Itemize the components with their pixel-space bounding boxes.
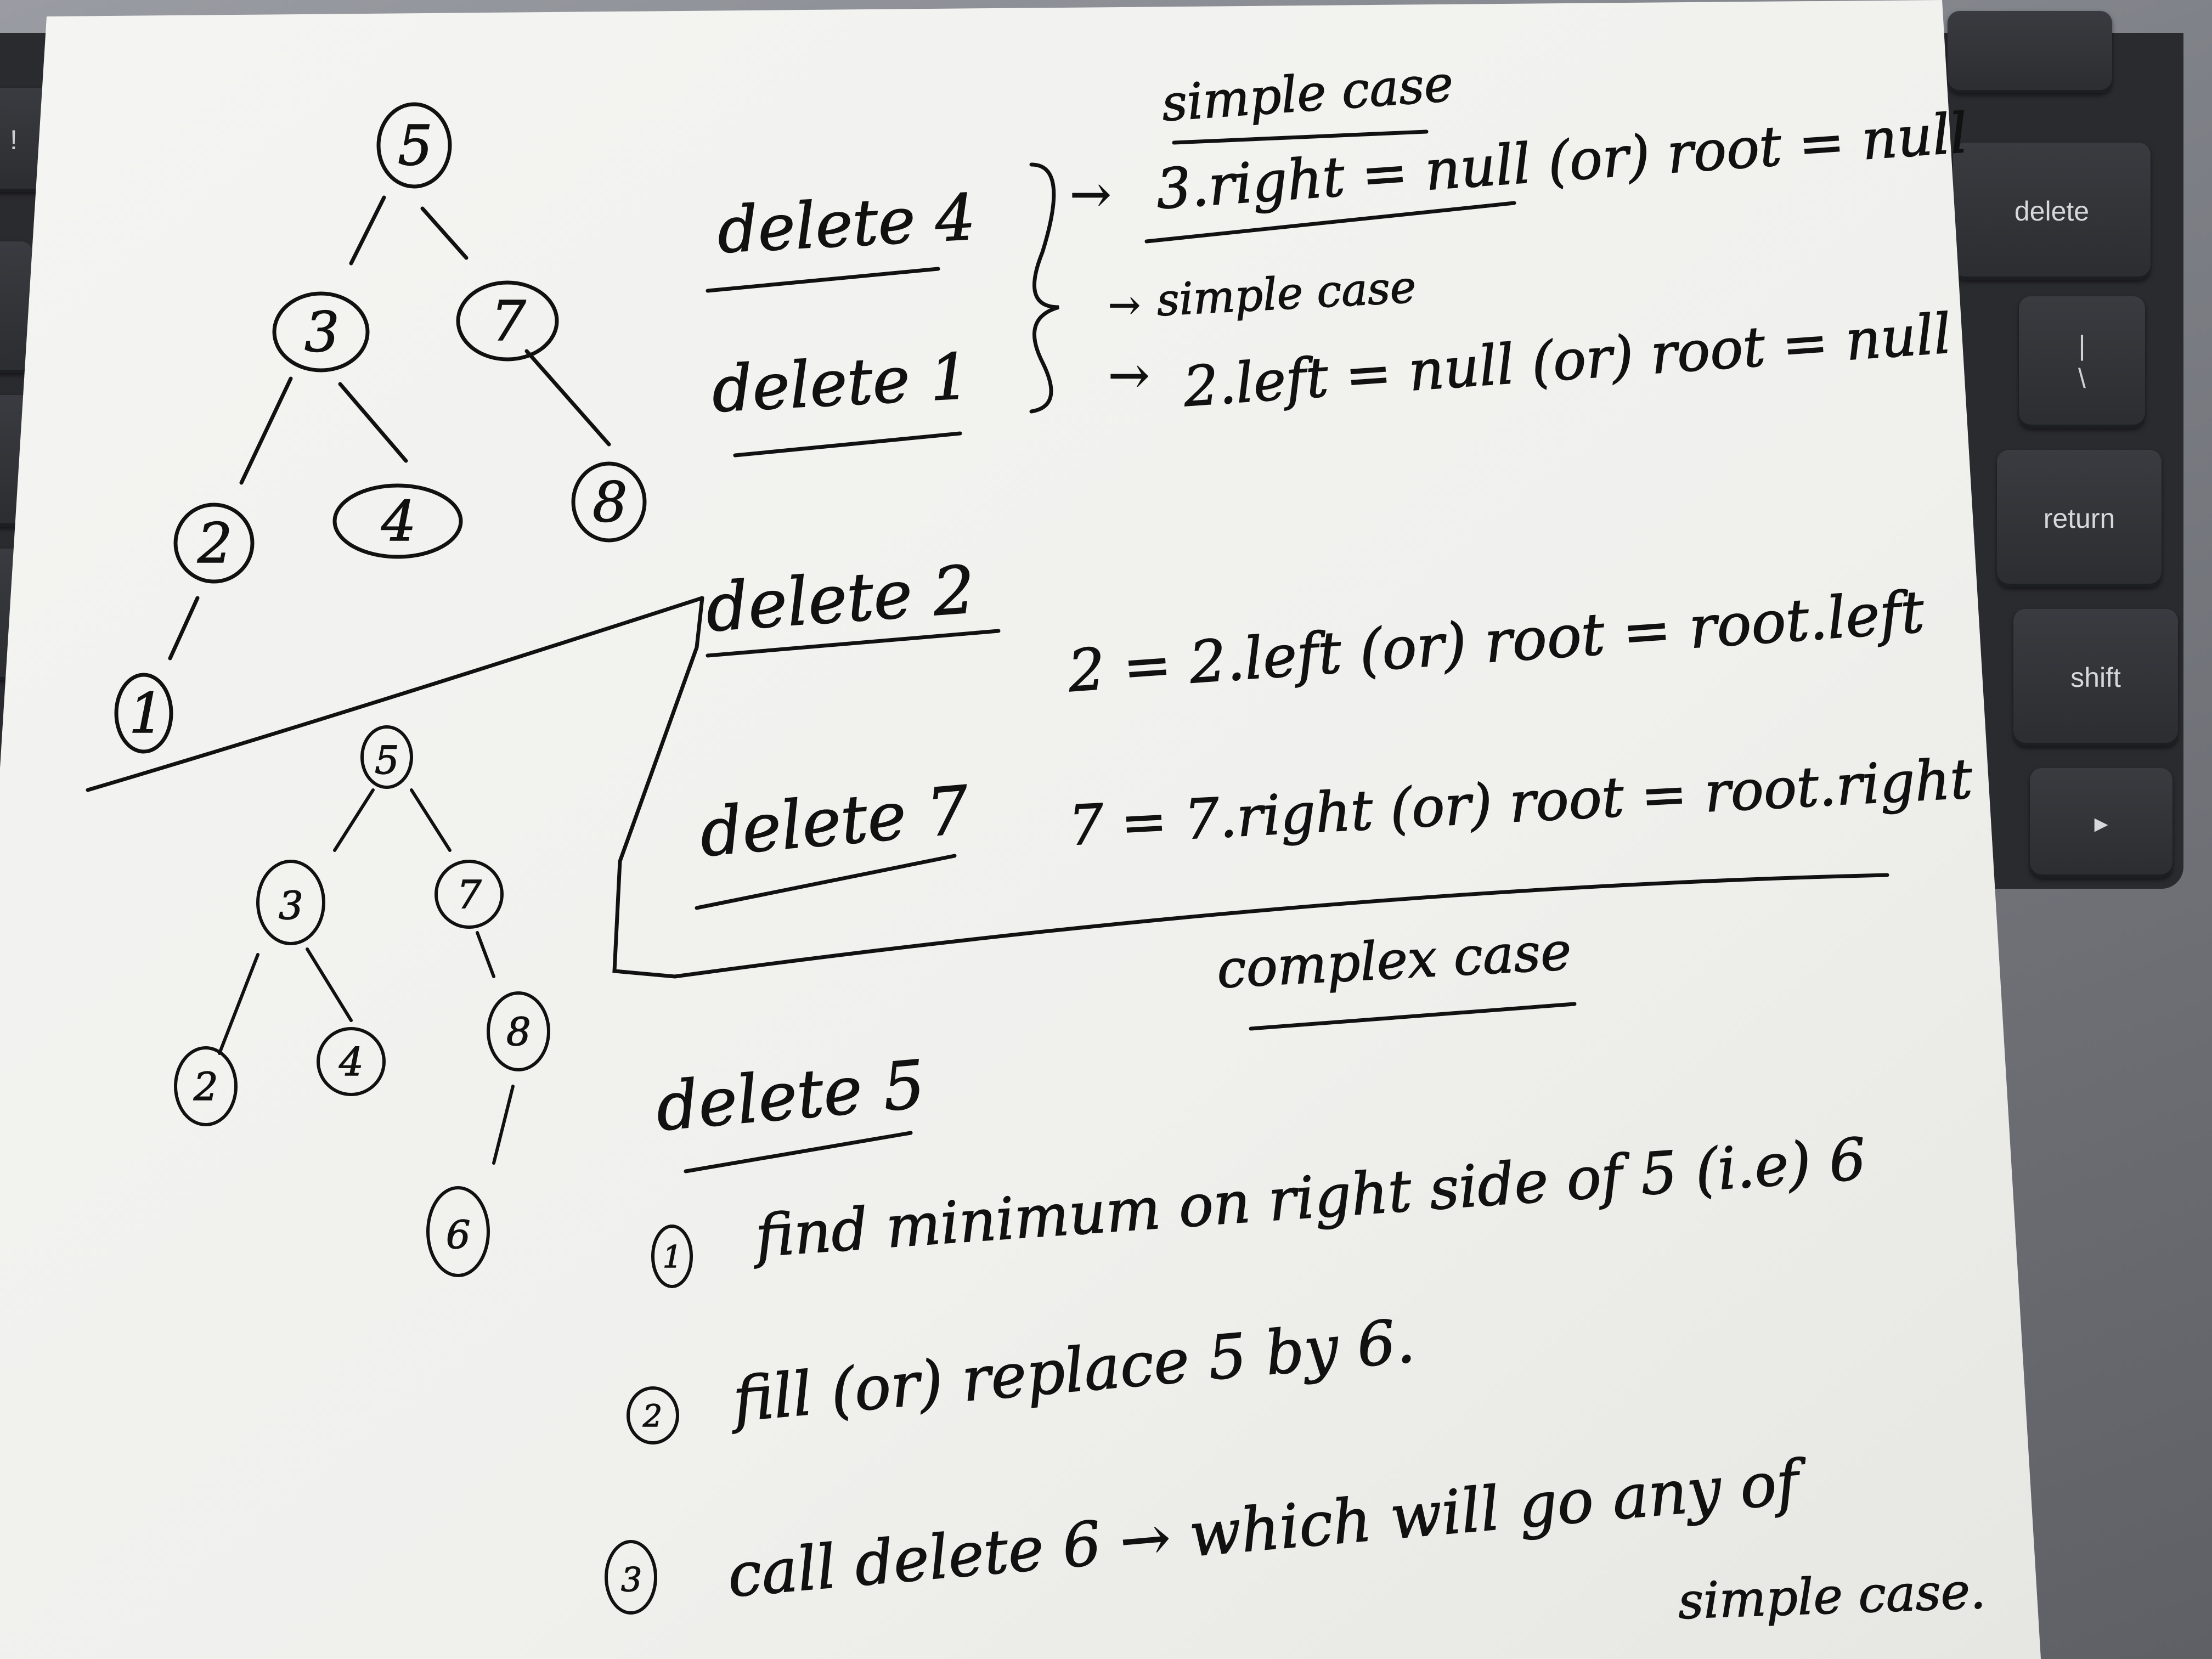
tree2-node-6 bbox=[426, 1186, 490, 1277]
step-2-number: 2 bbox=[642, 1398, 662, 1434]
tree2-node-7 bbox=[435, 860, 504, 929]
underline-delete-2 bbox=[706, 629, 1001, 658]
step-1-circle bbox=[651, 1224, 693, 1288]
underline-complex-case bbox=[1249, 1002, 1577, 1031]
step-2-circle bbox=[627, 1386, 679, 1444]
tree1-node-3 bbox=[272, 291, 370, 373]
tree2-edge-5-7 bbox=[410, 788, 452, 852]
underline-simple-case bbox=[1172, 129, 1429, 145]
delete-1-label: delete 1 bbox=[710, 340, 972, 427]
tree2-label-6: 6 bbox=[446, 1212, 471, 1257]
tree1-label-1: 1 bbox=[129, 681, 164, 746]
delete-4-label: delete 4 bbox=[715, 181, 977, 268]
bracket-line bbox=[612, 596, 1889, 979]
step-3-number: 3 bbox=[621, 1561, 642, 1599]
tree1-node-5 bbox=[376, 102, 452, 189]
tree-1-labels: 5 3 7 2 4 8 1 bbox=[128, 113, 628, 746]
tree1-node-2 bbox=[173, 503, 255, 584]
step-circles bbox=[605, 1224, 693, 1615]
tree1-label-7: 7 bbox=[491, 289, 526, 353]
tree2-label-4: 4 bbox=[338, 1040, 364, 1085]
tree2-label-2: 2 bbox=[193, 1064, 218, 1109]
tree2-node-2 bbox=[174, 1046, 238, 1126]
tree2-edge-7-8 bbox=[476, 931, 495, 978]
underline-delete-1 bbox=[733, 431, 962, 458]
tree2-label-5: 5 bbox=[375, 738, 399, 783]
tree1-edge-2-1 bbox=[168, 596, 200, 661]
tree1-edge-5-7 bbox=[420, 206, 469, 260]
diagonal-separator bbox=[86, 596, 704, 792]
step-numbers: 1 2 3 bbox=[620, 1239, 682, 1600]
tree2-edge-3-4 bbox=[306, 947, 353, 1022]
tree1-node-8 bbox=[571, 461, 647, 543]
tree2-node-5 bbox=[360, 725, 413, 789]
tree1-edge-3-2 bbox=[239, 376, 293, 485]
tree2-node-8 bbox=[487, 991, 550, 1071]
paper-shape bbox=[0, 0, 2041, 1659]
key-return[interactable]: return bbox=[1997, 450, 2162, 587]
step-3-circle bbox=[605, 1540, 657, 1615]
tree2-node-4 bbox=[317, 1027, 386, 1096]
arrow-simple: → bbox=[1108, 283, 1141, 328]
tree-2 bbox=[174, 725, 550, 1277]
tree2-edge-8-6 bbox=[492, 1085, 515, 1165]
key-top-right[interactable] bbox=[1948, 11, 2112, 93]
tree2-edge-3-2 bbox=[218, 953, 259, 1055]
separator-lines bbox=[86, 162, 1889, 979]
key-delete[interactable]: delete bbox=[1953, 143, 2151, 280]
key-backslash[interactable]: | \ bbox=[2019, 296, 2145, 428]
tree2-label-7: 7 bbox=[457, 872, 482, 917]
tree1-label-4: 4 bbox=[381, 489, 416, 554]
step-1-number: 1 bbox=[663, 1239, 682, 1274]
tree1-edge-3-4 bbox=[338, 382, 408, 463]
tree1-label-5: 5 bbox=[398, 114, 433, 178]
tree1-node-1 bbox=[114, 673, 173, 754]
tree2-label-3: 3 bbox=[279, 883, 303, 928]
tree1-edge-5-3 bbox=[349, 195, 386, 266]
arrow-1: → bbox=[1070, 166, 1111, 223]
tree2-edge-5-3 bbox=[333, 788, 375, 852]
arrow-2: → bbox=[1108, 347, 1149, 404]
underlines bbox=[684, 129, 1577, 1173]
tree-1 bbox=[114, 102, 647, 754]
tree2-label-8: 8 bbox=[506, 1009, 531, 1054]
brace bbox=[1029, 162, 1060, 414]
tree1-node-4 bbox=[332, 483, 463, 559]
underline-rule-3 bbox=[1144, 201, 1516, 244]
tree1-edge-7-8 bbox=[524, 349, 611, 447]
tree-2-labels: 5 3 7 2 4 8 6 bbox=[193, 737, 531, 1258]
tree1-node-7 bbox=[456, 280, 559, 362]
key-shift[interactable]: shift bbox=[2013, 609, 2178, 746]
underline-delete-7 bbox=[695, 854, 957, 910]
tree1-label-8: 8 bbox=[592, 470, 628, 534]
tree2-node-3 bbox=[256, 860, 325, 945]
tree1-label-2: 2 bbox=[197, 511, 233, 575]
underline-delete-4 bbox=[706, 267, 940, 293]
step-3-text-b: simple case. bbox=[1677, 1562, 1987, 1630]
underline-delete-5 bbox=[684, 1131, 913, 1173]
tree1-label-3: 3 bbox=[304, 300, 340, 364]
key-arrow-right[interactable]: ▸ bbox=[2030, 768, 2172, 878]
